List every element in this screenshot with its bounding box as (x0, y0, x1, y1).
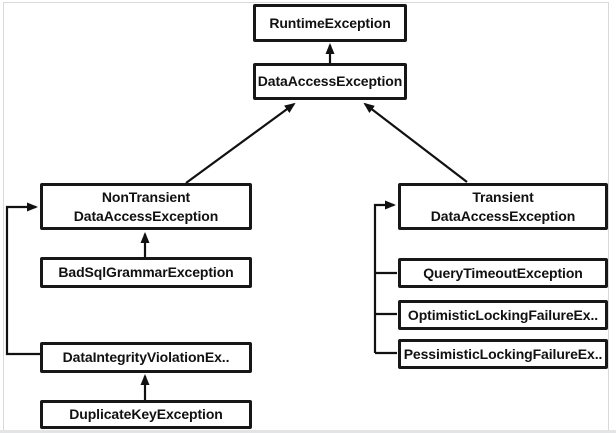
edge-dataintegrity-to-nontransient (5, 202, 40, 356)
node-pessimistic-locking-failure-exception: PessimisticLockingFailureEx.. (398, 339, 608, 369)
edge-right-group-to-transient (373, 200, 396, 353)
node-transient-data-access-exception: Transient DataAccessException (398, 183, 608, 230)
node-data-integrity-violation-exception: DataIntegrityViolationEx.. (40, 342, 252, 373)
node-bad-sql-grammar-exception: BadSqlGrammarException (40, 257, 252, 288)
node-duplicate-key-exception: DuplicateKeyException (40, 400, 252, 429)
edge-transient-to-dataaccess (363, 102, 468, 183)
node-data-access-exception: DataAccessException (253, 63, 407, 100)
node-optimistic-locking-failure-exception: OptimisticLockingFailureEx.. (398, 300, 608, 330)
node-runtime-exception: RuntimeException (253, 4, 407, 42)
edge-nontransient-to-dataaccess (185, 102, 296, 184)
node-non-transient-data-access-exception: NonTransient DataAccessException (40, 183, 252, 230)
node-query-timeout-exception: QueryTimeoutException (398, 258, 608, 288)
bottom-bar (0, 430, 616, 433)
